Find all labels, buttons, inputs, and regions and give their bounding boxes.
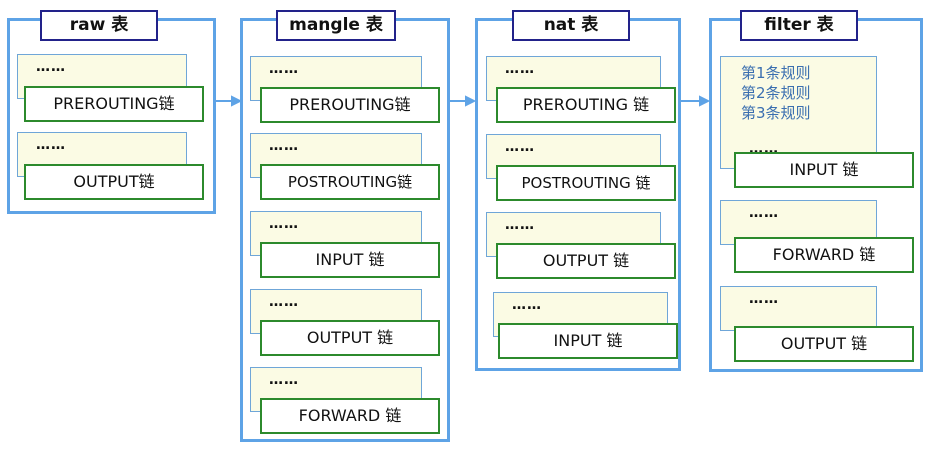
mangle-table: …… PREROUTING链 …… POSTROUTING链 …… INPUT … — [240, 18, 450, 442]
rule-item: 第1条规则 — [741, 64, 811, 82]
raw-table: …… PREROUTING链 …… OUTPUT链 — [7, 18, 216, 214]
rule-card: …… — [720, 286, 877, 331]
chain-nat-input: INPUT 链 — [498, 323, 678, 359]
rule-item: 第2条规则 — [741, 84, 811, 102]
chain-mangle-output: OUTPUT 链 — [260, 320, 440, 356]
filter-rules-list: 第1条规则 第2条规则 第3条规则 — [741, 63, 811, 123]
chain-filter-forward: FORWARD 链 — [734, 237, 914, 273]
chain-mangle-prerouting: PREROUTING链 — [260, 87, 440, 123]
rule-placeholder: …… — [505, 139, 535, 155]
chain-nat-prerouting: PREROUTING 链 — [496, 87, 676, 123]
arrow-head-raw-to-mangle — [231, 95, 243, 107]
rule-placeholder: …… — [269, 138, 299, 154]
rule-placeholder: …… — [36, 137, 66, 153]
chain-mangle-postrouting: POSTROUTING链 — [260, 164, 440, 200]
chain-raw-prerouting: PREROUTING链 — [24, 86, 204, 122]
rule-placeholder: …… — [269, 216, 299, 232]
chain-raw-output: OUTPUT链 — [24, 164, 204, 200]
filter-table: 第1条规则 第2条规则 第3条规则 …… INPUT 链 …… FORWARD … — [709, 18, 923, 372]
rule-placeholder: …… — [269, 61, 299, 77]
rule-placeholder: …… — [36, 59, 66, 75]
chain-filter-input: INPUT 链 — [734, 152, 914, 188]
arrow-head-mangle-to-nat — [465, 95, 477, 107]
filter-table-title: filter 表 — [740, 10, 858, 41]
rule-placeholder: …… — [749, 205, 779, 221]
chain-filter-output: OUTPUT 链 — [734, 326, 914, 362]
rule-placeholder: …… — [269, 372, 299, 388]
rule-placeholder: …… — [749, 291, 779, 307]
rule-placeholder: …… — [512, 297, 542, 313]
raw-table-title: raw 表 — [40, 10, 158, 41]
chain-nat-postrouting: POSTROUTING 链 — [496, 165, 676, 201]
mangle-table-title: mangle 表 — [276, 10, 396, 41]
chain-nat-output: OUTPUT 链 — [496, 243, 676, 279]
nat-table-title: nat 表 — [512, 10, 630, 41]
chain-mangle-input: INPUT 链 — [260, 242, 440, 278]
rule-placeholder: …… — [505, 217, 535, 233]
rule-placeholder: …… — [505, 61, 535, 77]
rule-placeholder: …… — [269, 294, 299, 310]
rule-item: 第3条规则 — [741, 104, 811, 122]
arrow-head-nat-to-filter — [699, 95, 711, 107]
rule-card-rules: 第1条规则 第2条规则 第3条规则 …… — [720, 56, 877, 169]
chain-mangle-forward: FORWARD 链 — [260, 398, 440, 434]
nat-table: …… PREROUTING 链 …… POSTROUTING 链 …… OUTP… — [475, 18, 681, 371]
